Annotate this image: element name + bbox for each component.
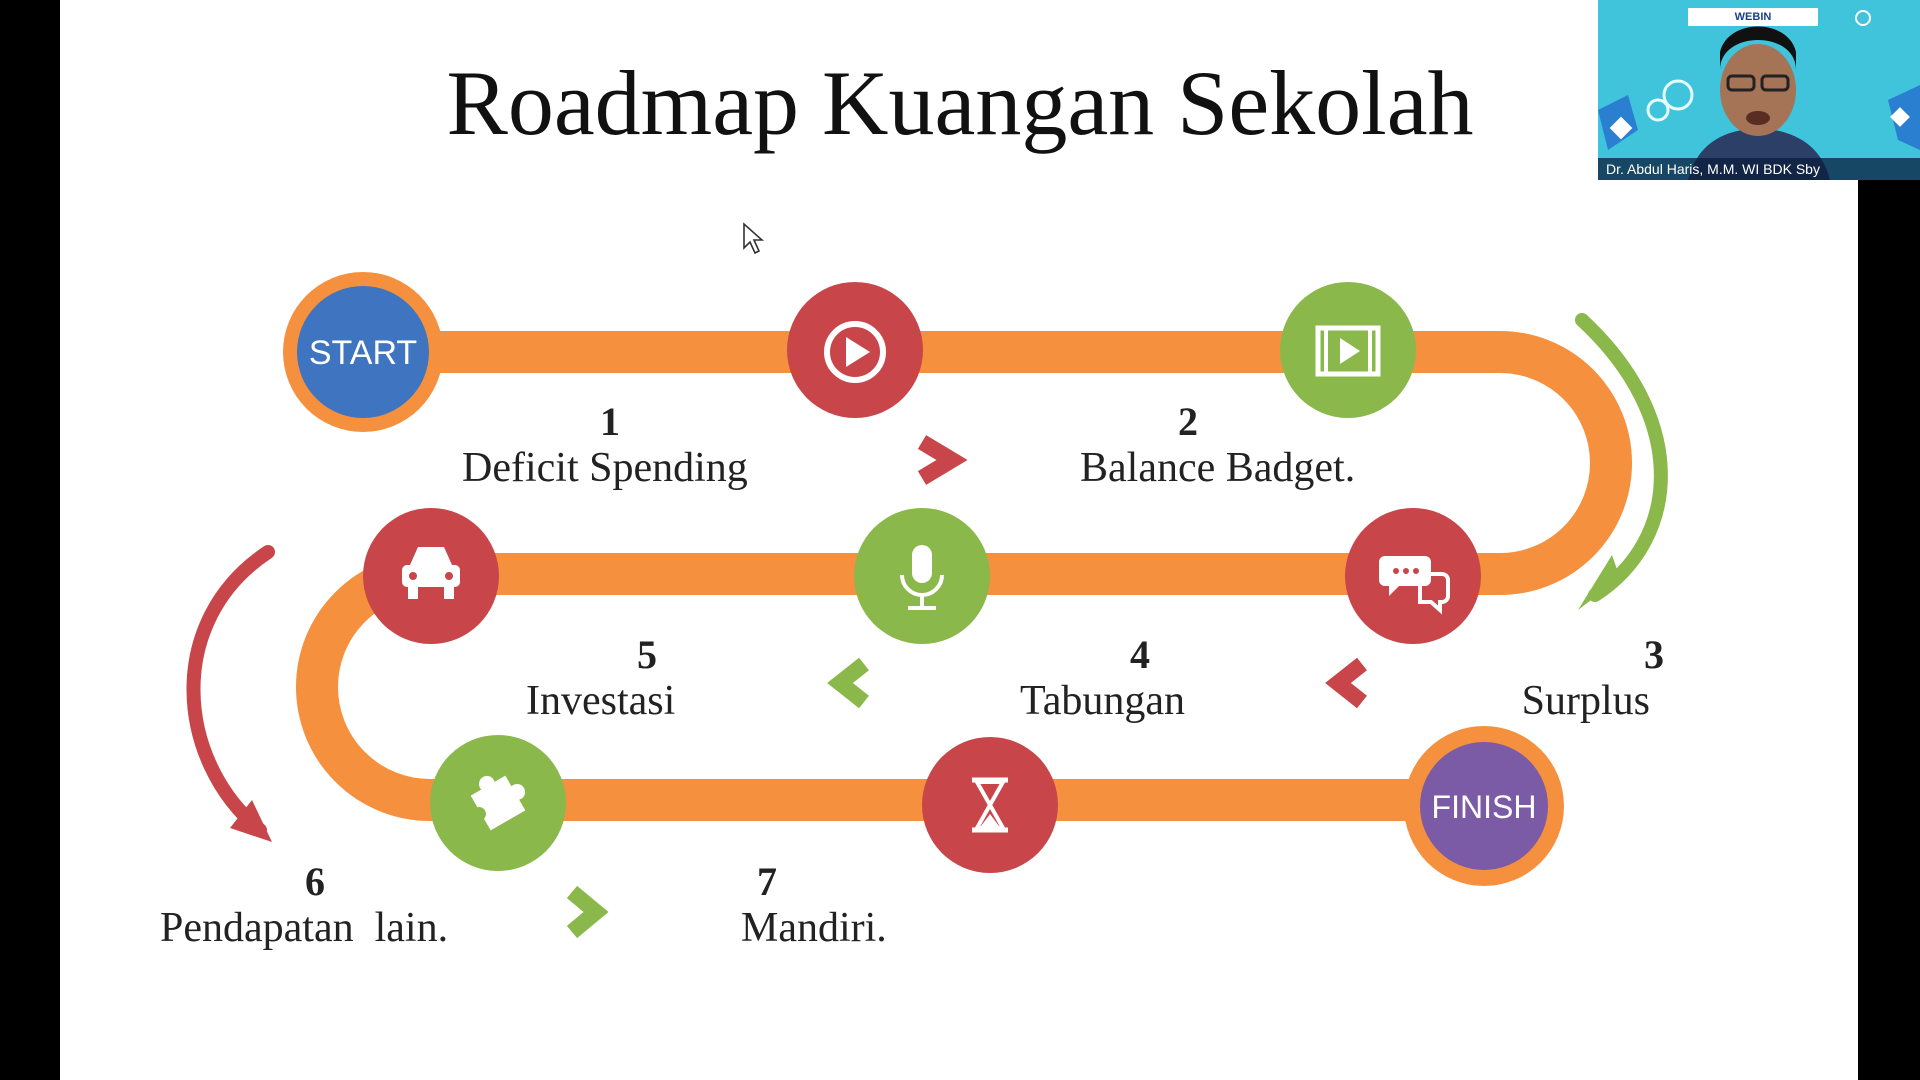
step-number: 1 xyxy=(600,399,620,444)
curve-arrow-right-head xyxy=(1578,555,1620,610)
step-number: 5 xyxy=(637,632,657,677)
chat-icon xyxy=(1379,556,1450,615)
puzzle-icon xyxy=(470,775,526,831)
step-5: 5 Investasi xyxy=(520,633,720,725)
chevron-right-red xyxy=(917,435,968,485)
step-label: Deficit Spending xyxy=(462,445,748,491)
step-number: 2 xyxy=(1178,399,1198,444)
step-2: 2 Balance Badget. xyxy=(1080,400,1380,492)
step-label: Tabungan xyxy=(1020,678,1186,724)
chevron-right-green xyxy=(566,885,609,939)
hourglass-icon xyxy=(972,777,1008,833)
mouse-cursor-icon xyxy=(743,222,765,255)
step-label: Surplus xyxy=(1521,678,1650,724)
film-icon xyxy=(1315,325,1381,377)
start-label: START xyxy=(309,334,417,372)
chevron-left-green xyxy=(827,657,869,709)
play-icon xyxy=(824,321,886,383)
node-film xyxy=(1280,282,1416,418)
step-6: 6 Pendapatan lain. xyxy=(150,860,490,952)
microphone-icon xyxy=(900,545,944,610)
step-1: 1 Deficit Spending xyxy=(440,400,780,492)
node-puzzle xyxy=(430,735,566,871)
finish-node: FINISH xyxy=(1404,726,1564,886)
step-number: 4 xyxy=(1130,632,1150,677)
step-3: 3 Surplus xyxy=(1500,633,1680,725)
step-label: Mandiri. xyxy=(741,905,887,951)
step-label: Investasi xyxy=(526,678,676,724)
participant-name: Dr. Abdul Haris, M.M. WI BDK Sby xyxy=(1598,158,1920,180)
step-number: 7 xyxy=(757,859,777,904)
step-number: 6 xyxy=(305,859,325,904)
node-chat xyxy=(1345,508,1481,644)
curve-arrow-left xyxy=(186,545,275,837)
node-car xyxy=(363,508,499,644)
chevron-left-red xyxy=(1325,657,1367,709)
webcam-thumbnail[interactable]: WEBIN Dr. Abdul Haris, M.M. WI BDK Sby xyxy=(1598,0,1920,180)
step-7: 7 Mandiri. xyxy=(735,860,935,952)
step-4: 4 Tabungan xyxy=(1010,633,1210,725)
car-icon xyxy=(402,547,460,599)
curve-arrow-left-head xyxy=(230,800,272,842)
step-label: Balance Badget. xyxy=(1080,445,1356,491)
webcam-video xyxy=(1598,0,1920,180)
slide-title: Roadmap Kuangan Sekolah xyxy=(446,52,1474,154)
finish-label: FINISH xyxy=(1432,789,1537,825)
node-play xyxy=(787,282,923,418)
step-label: Pendapatan lain. xyxy=(160,905,449,951)
node-microphone xyxy=(854,508,990,644)
step-number: 3 xyxy=(1644,632,1664,677)
curve-arrow-right xyxy=(1575,313,1668,602)
node-hourglass xyxy=(922,737,1058,873)
start-node: START xyxy=(283,272,443,432)
webinar-badge: WEBIN xyxy=(1688,8,1818,26)
